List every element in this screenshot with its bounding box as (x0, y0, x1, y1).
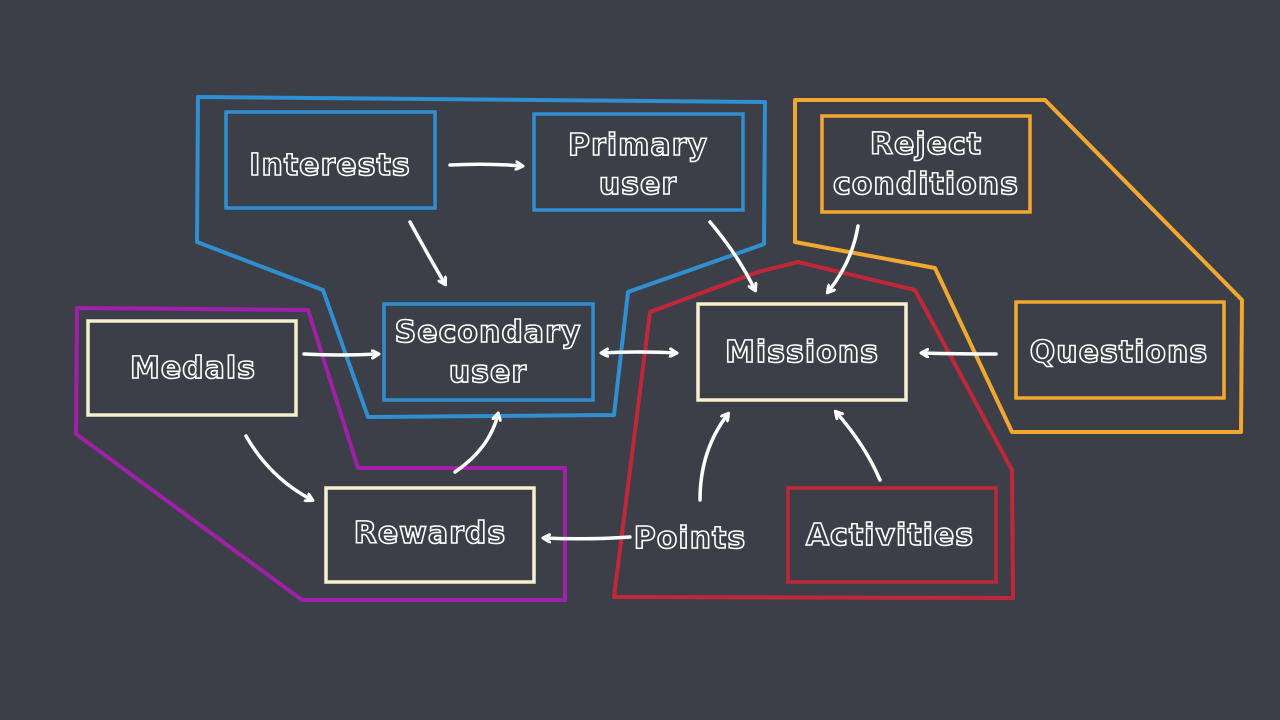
arrow-points-to-missions (698, 414, 728, 502)
questions-label: Questions (1030, 335, 1209, 370)
interests-box (224, 110, 437, 210)
rewards-box (324, 486, 536, 584)
arrow-interests-to-primary (448, 164, 522, 166)
medals-box (86, 319, 298, 417)
arrow-rewards-to-secondary (453, 414, 498, 474)
primary-user-box (532, 112, 745, 212)
interests-label: Interests (249, 148, 410, 183)
user-group-outline (195, 95, 767, 419)
secondary-user-label-line2: user (449, 355, 527, 390)
arrow-questions-to-missions (922, 353, 998, 354)
missions-box (696, 302, 908, 402)
activities-label: Activities (806, 518, 974, 553)
questions-box (1014, 300, 1226, 400)
arrow-activities-to-missions (836, 412, 882, 482)
medals-group-outline (74, 306, 567, 602)
arrow-points-to-rewards (544, 537, 632, 539)
arrow-medals-to-secondary (302, 354, 378, 355)
primary-user-label-line2: user (599, 167, 677, 202)
secondary-user-label-line1: Secondary (395, 315, 582, 350)
arrow-secondary-missions-right (638, 352, 676, 353)
arrow-reject-to-missions (828, 224, 860, 292)
conditions-group-outline (793, 98, 1244, 434)
arrow-primary-to-missions (708, 220, 755, 290)
reject-conditions-label-line2: conditions (833, 167, 1019, 202)
activities-box (786, 486, 998, 584)
arrow-interests-to-secondary (408, 220, 445, 284)
missions-label: Missions (725, 335, 879, 370)
reject-conditions-label-line1: Reject (870, 127, 982, 162)
missions-group-outline (612, 260, 1015, 600)
rewards-label: Rewards (354, 516, 507, 551)
points-label: Points (634, 521, 746, 556)
reject-conditions-box (820, 114, 1032, 214)
primary-user-label-line1: Primary (568, 128, 708, 163)
arrow-secondary-missions-left (602, 352, 642, 353)
secondary-user-box (382, 302, 595, 402)
medals-label: Medals (130, 351, 256, 386)
arrow-medals-to-rewards (244, 434, 312, 500)
